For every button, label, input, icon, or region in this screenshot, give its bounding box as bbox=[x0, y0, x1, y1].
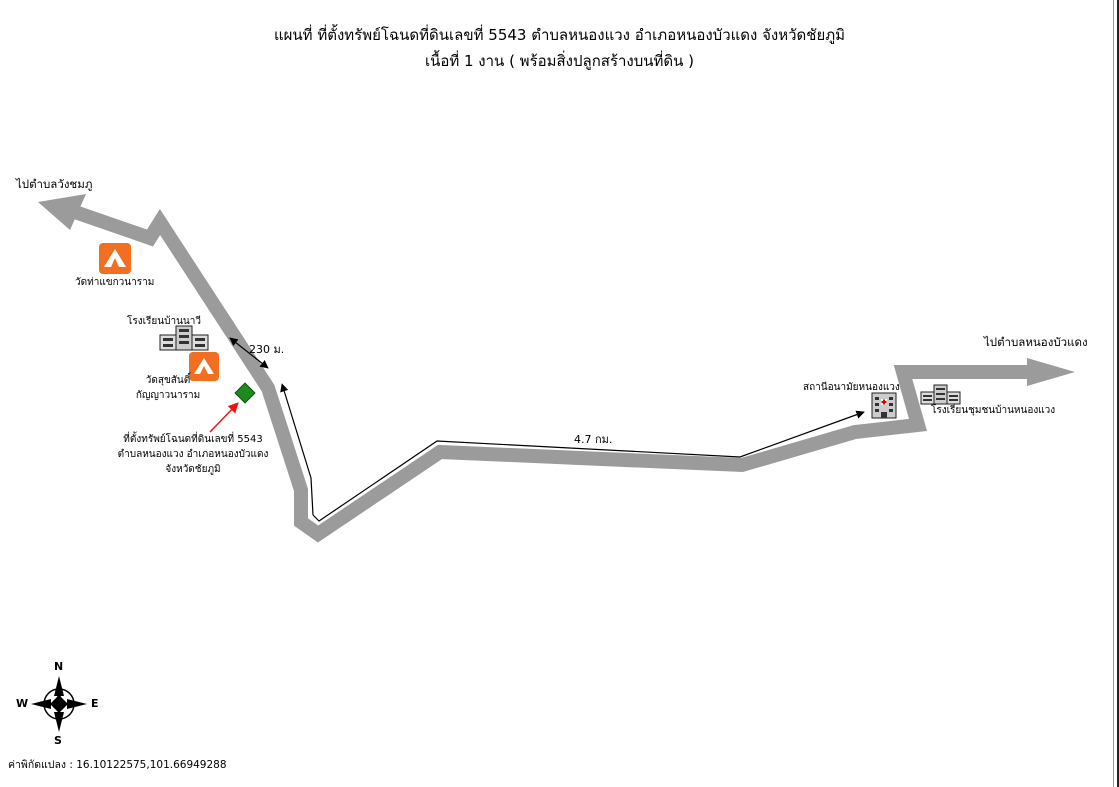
map-title: แผนที่ ที่ตั้งทรัพย์โฉนดที่ดินเลขที่ 554… bbox=[273, 26, 846, 44]
distance-4-7-label: 4.7 กม. bbox=[574, 433, 613, 446]
coordinates-label: ค่าพิกัดแปลง : 16.10122575,101.66949288 bbox=[8, 759, 227, 771]
school-west-school-building-icon bbox=[159, 325, 209, 351]
road-arrow-east bbox=[1027, 358, 1075, 386]
border-line bbox=[1117, 0, 1119, 787]
distance-230-arrow bbox=[229, 337, 269, 369]
property-label-line1: ที่ตั้งทรัพย์โฉนดที่ดินเลขที่ 5543 bbox=[123, 434, 263, 445]
temple-south-label-1: วัดสุขสันติ์ bbox=[145, 375, 191, 386]
temple-north-tent-icon bbox=[99, 243, 131, 274]
school-east-label: โรงเรียนชุมชนบ้านหนองแวง bbox=[931, 405, 1056, 416]
compass-west-label: W bbox=[16, 697, 29, 710]
temple-south-tent-icon bbox=[189, 352, 219, 381]
school-east-school-building-icon bbox=[920, 384, 961, 405]
health-station-label: สถานีอนามัยหนองแวง bbox=[803, 382, 900, 393]
property-label-line2: ตำบลหนองแวง อำเภอหนองบัวแดง bbox=[117, 449, 269, 460]
property-label-line3: จังหวัดชัยภูมิ bbox=[165, 464, 221, 475]
distance-4-7-line-main bbox=[312, 410, 865, 522]
compass-rose-icon bbox=[31, 676, 87, 732]
destination-west-label: ไปตำบลวังชมภู bbox=[16, 177, 93, 191]
distance-4-7-line bbox=[280, 383, 314, 516]
school-west-label: โรงเรียนบ้านนาวี bbox=[127, 316, 201, 327]
main-road bbox=[72, 205, 1035, 543]
road-arrow-west bbox=[38, 194, 86, 230]
destination-east-label: ไปตำบลหนองบัวแดง bbox=[984, 335, 1088, 349]
map-subtitle: เนื้อที่ 1 งาน ( พร้อมสิ่งปลูกสร้างบนที่… bbox=[424, 52, 695, 70]
property-pointer-arrow bbox=[209, 402, 239, 433]
compass-east-label: E bbox=[91, 697, 99, 710]
compass-north-label: N bbox=[54, 660, 64, 673]
compass-south-label: S bbox=[54, 734, 62, 747]
border-line-inner bbox=[1113, 0, 1114, 787]
property-marker bbox=[234, 382, 256, 404]
health-station-hospital-icon bbox=[871, 392, 897, 419]
temple-north-label: วัดท่าแขกวนาราม bbox=[75, 277, 155, 288]
temple-south-label-2: กัญญาวนาราม bbox=[135, 390, 201, 401]
distance-230-label: 230 ม. bbox=[249, 343, 285, 356]
